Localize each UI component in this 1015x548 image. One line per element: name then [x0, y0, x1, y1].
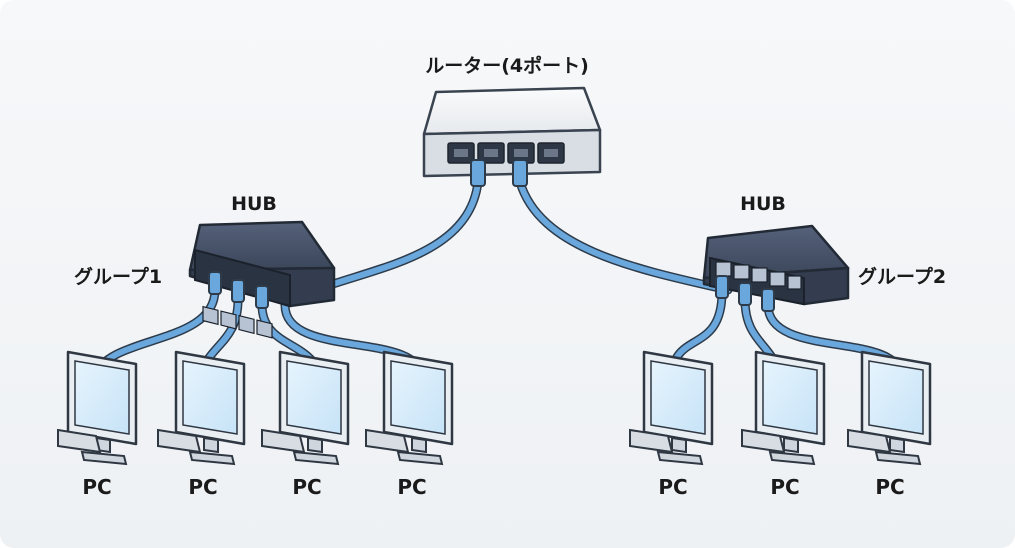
pc-3	[261, 350, 350, 466]
hub-left-ports	[202, 305, 273, 339]
pc-2	[157, 350, 246, 466]
group-2-label: グループ2	[858, 265, 946, 288]
router-label: ルーター(4ポート)	[425, 54, 589, 77]
cable-router-to-hub-right	[515, 177, 733, 295]
pc-5	[629, 350, 714, 466]
pc-1-label: PC	[82, 475, 111, 499]
pc-3-label: PC	[292, 475, 321, 499]
router-ports	[447, 142, 565, 164]
group-1-label: グループ1	[74, 265, 162, 288]
hub-right-label: HUB	[740, 193, 786, 215]
pc-5-label: PC	[658, 475, 687, 499]
hub-left-device	[188, 220, 336, 339]
pc-7	[847, 350, 932, 466]
hub-left-label: HUB	[231, 193, 277, 215]
pc-6-label: PC	[770, 475, 799, 499]
router-device	[422, 86, 602, 187]
pc-4-label: PC	[397, 475, 426, 499]
hub-right-device	[702, 224, 850, 312]
cable-router-to-hub-left	[325, 177, 483, 290]
hub-right-ports	[715, 261, 802, 290]
pc-2-label: PC	[188, 475, 217, 499]
pc-4	[365, 350, 454, 466]
pc-1	[57, 350, 138, 466]
pc-6	[741, 350, 826, 466]
pc-7-label: PC	[875, 475, 904, 499]
